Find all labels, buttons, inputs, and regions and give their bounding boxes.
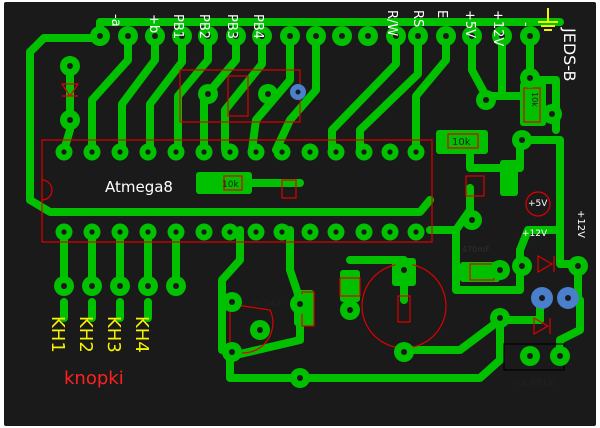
pin-label-8: E (434, 10, 449, 18)
button-label-kh4: KH4 (131, 316, 152, 353)
blue-vias (290, 84, 579, 309)
pin-label-1: +b (146, 14, 161, 33)
capacitor-label: 470mF (462, 245, 490, 254)
pin-label-10: +12V (490, 10, 505, 46)
buttons-caption: knopki (64, 368, 124, 389)
voltage-label-5v: +5V (528, 199, 548, 209)
button-label-kh2: KH2 (75, 316, 96, 353)
pin-label-6: R/W (384, 10, 399, 36)
pin-label-4: PB3 (224, 14, 239, 39)
relay-label: na RELE (514, 378, 555, 389)
button-label-kh3: KH3 (103, 316, 124, 353)
voltage-label-12v-side: +12V (575, 210, 586, 238)
top-connector-labels: -a +b PB1 PB2 PB3 PB4 R/W RS E +5V +12V … (108, 10, 579, 81)
pin-label-2: PB1 (170, 14, 185, 39)
pin-label-9: +5V (462, 10, 477, 38)
button-label-kh1: KH1 (47, 316, 68, 353)
transistor-label: BC547 (252, 299, 281, 309)
button-labels: KH1 KH2 KH3 KH4 (47, 316, 152, 353)
chip-name: Atmega8 (105, 178, 173, 196)
pin-label-0: -a (108, 14, 123, 27)
voltage-label-12v: +12V (522, 229, 548, 239)
pin-label-11: - (518, 22, 533, 27)
pin-label-5: PB4 (250, 14, 265, 39)
ground-icon (538, 8, 558, 31)
pin-label-3: PB2 (196, 14, 211, 39)
resistor-label-r1: 10k (452, 137, 471, 148)
pin-label-7: RS (410, 10, 425, 27)
board-name: JEDS-B (560, 27, 579, 81)
chip-outline (41, 139, 433, 243)
resistor-label-r3: 10k (530, 92, 539, 107)
resistor-label-r2: 10k (222, 180, 239, 190)
